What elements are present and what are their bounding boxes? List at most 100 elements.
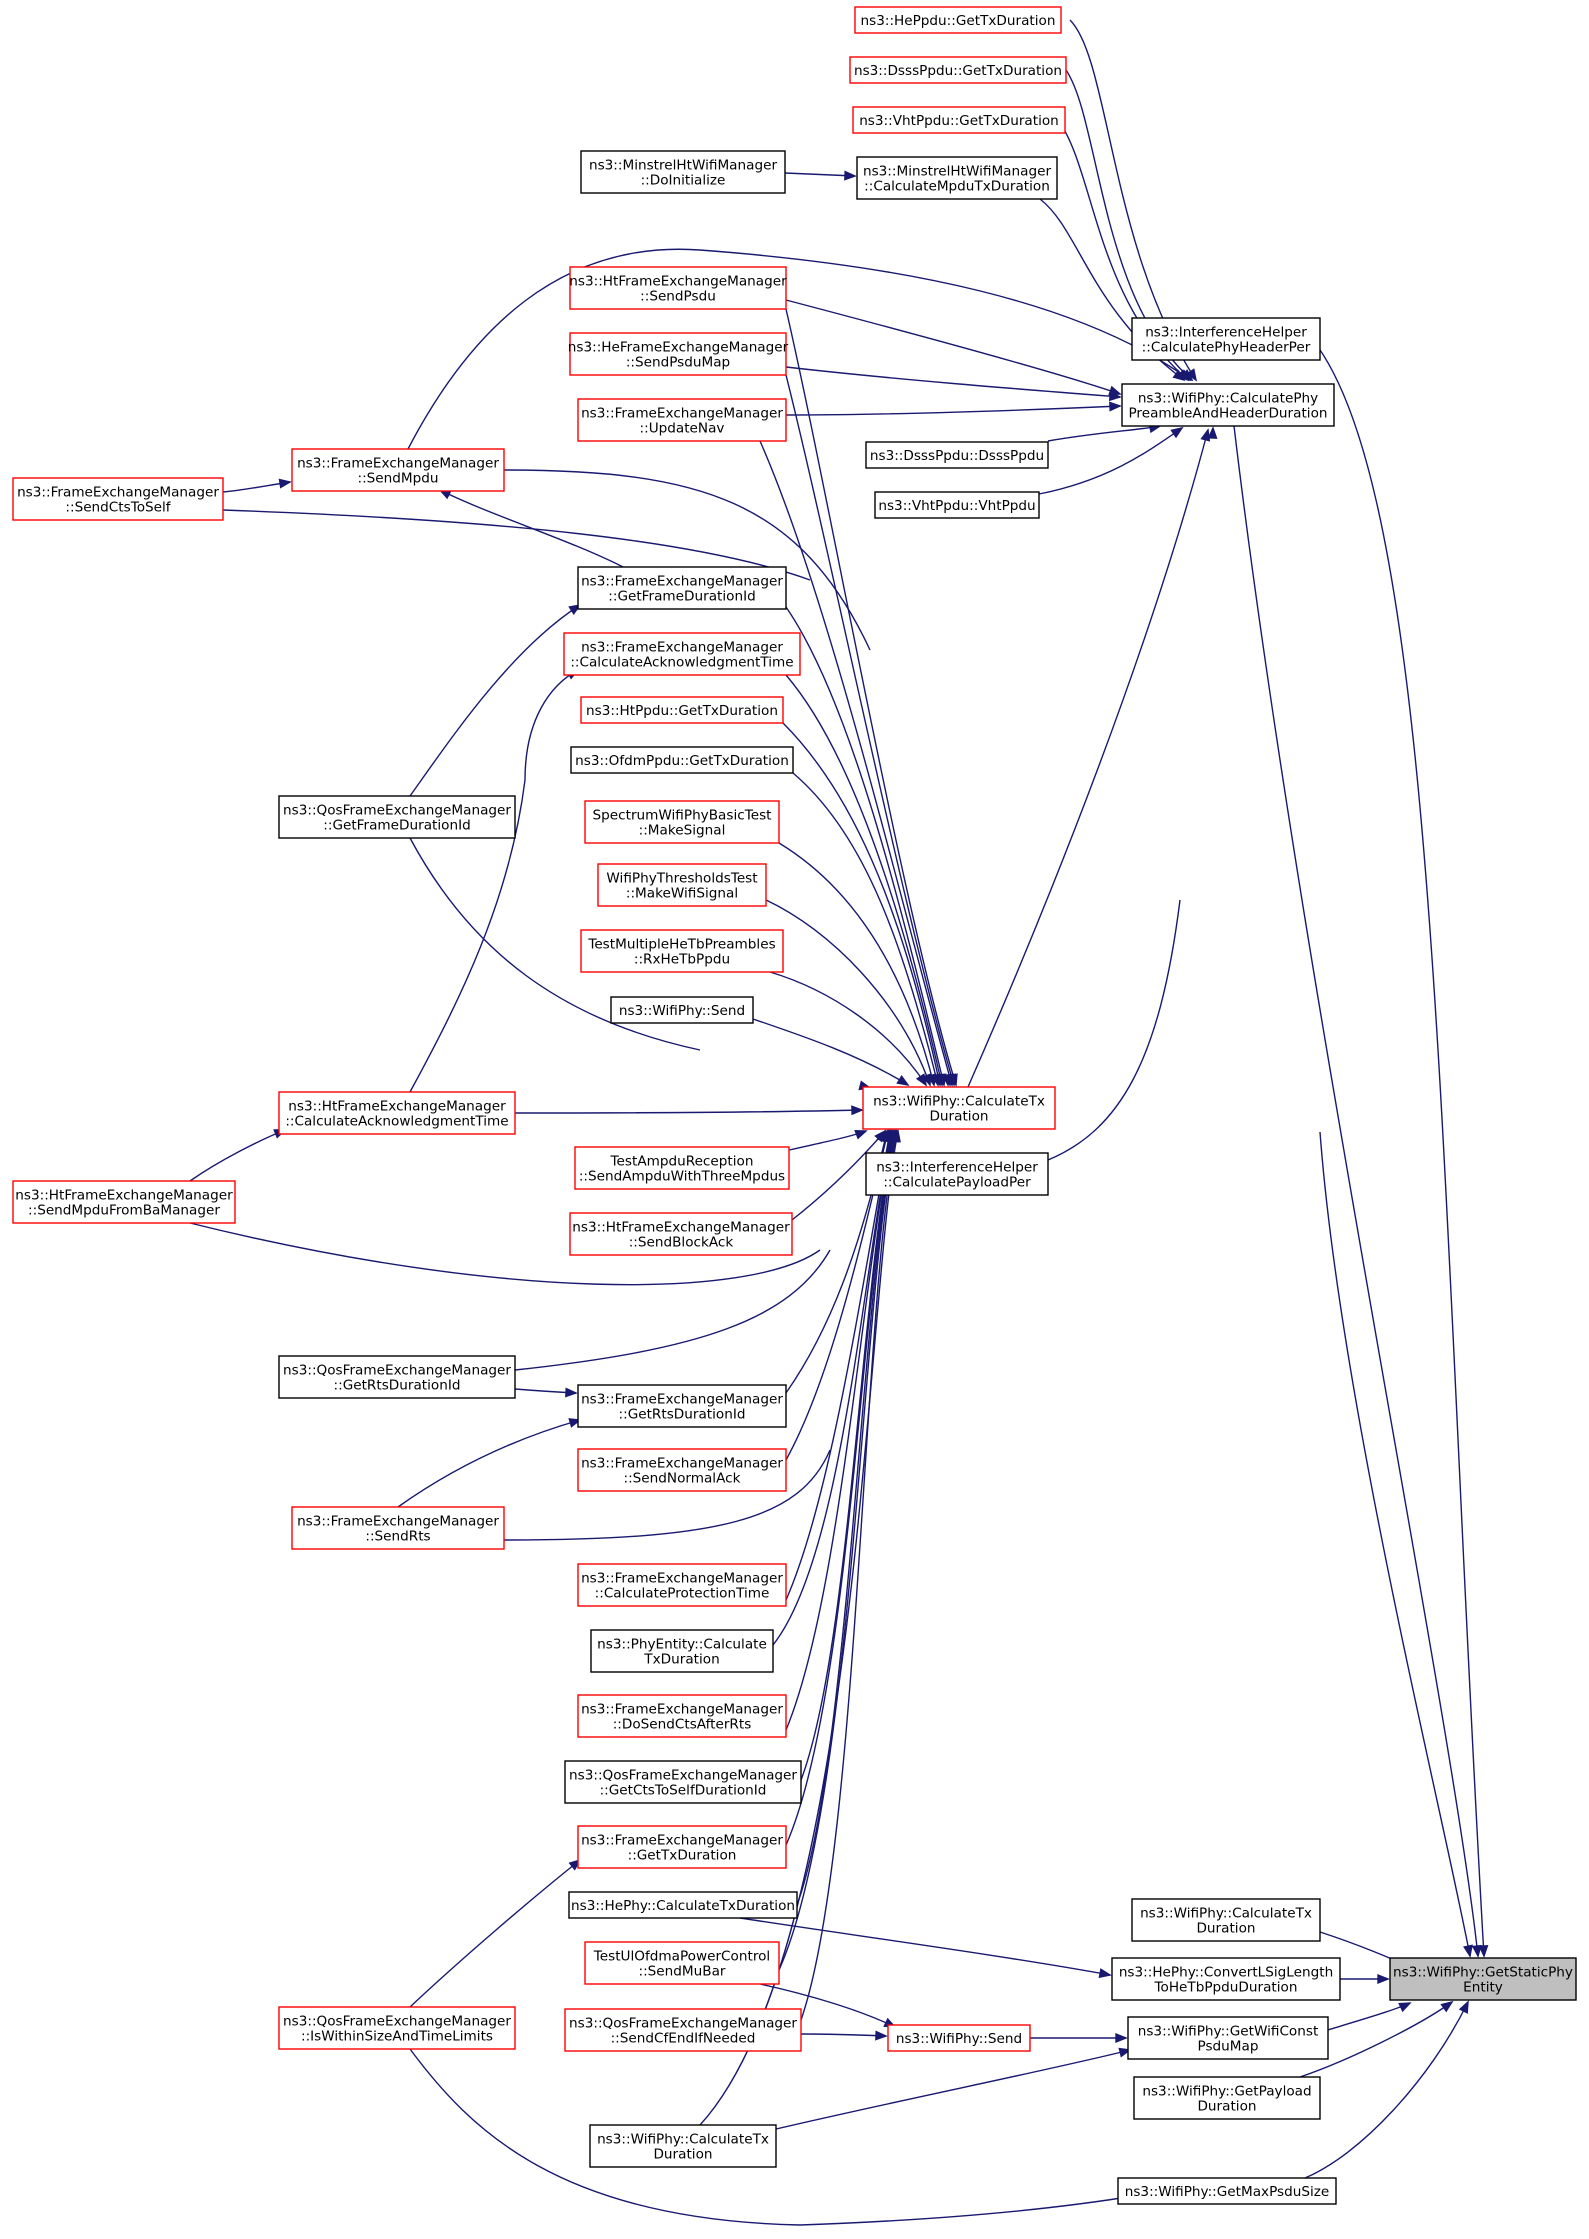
node-htSendPsdu[interactable]: ns3::HtFrameExchangeManager::SendPsdu xyxy=(569,266,787,310)
node-calcAckTime[interactable]: ns3::FrameExchangeManager::CalculateAckn… xyxy=(563,632,801,676)
node-wifiPhySend2[interactable]: ns3::WifiPhy::Send xyxy=(887,2024,1031,2052)
node-phyEntityCalc[interactable]: ns3::PhyEntity::CalculateTxDuration xyxy=(590,1629,774,1673)
node-label-line: TxDuration xyxy=(643,1652,719,1668)
node-ampduThree[interactable]: TestAmpduReception::SendAmpduWithThreeMp… xyxy=(574,1146,790,1190)
node-box xyxy=(569,1212,793,1256)
node-rxHeTbPpdu[interactable]: TestMultipleHeTbPreambles::RxHeTbPpdu xyxy=(580,929,784,973)
node-sendMpdu[interactable]: ns3::FrameExchangeManager::SendMpdu xyxy=(291,448,505,492)
node-interfPayloadPer[interactable]: ns3::InterferenceHelper::CalculatePayloa… xyxy=(865,1152,1049,1196)
arrowhead xyxy=(565,1387,578,1398)
node-minstrelCalc[interactable]: ns3::MinstrelHtWifiManager::CalculateMpd… xyxy=(856,156,1058,200)
node-dsssCtor[interactable]: ns3::DsssPpdu::DsssPpdu xyxy=(865,441,1049,469)
node-dsssPpduTx[interactable]: ns3::DsssPpdu::GetTxDuration xyxy=(849,56,1067,84)
node-box xyxy=(597,863,767,907)
edge-ampduThree-to-calcTx_main xyxy=(788,1130,868,1151)
node-box xyxy=(563,632,801,676)
node-htSendBlockAck[interactable]: ns3::HtFrameExchangeManager::SendBlockAc… xyxy=(569,1212,793,1256)
node-sendRts[interactable]: ns3::FrameExchangeManager::SendRts xyxy=(291,1506,505,1550)
node-label-line: ::SendBlockAck xyxy=(629,1235,734,1251)
node-box xyxy=(862,1086,1056,1130)
node-hePpdu[interactable]: ns3::HePpdu::GetTxDuration xyxy=(854,6,1062,34)
edge-calcProtTime-to-calcTx_main xyxy=(785,1129,894,1601)
node-label-line: ::UpdateNav xyxy=(640,421,725,437)
node-qosSendCfEnd[interactable]: ns3::QosFrameExchangeManager::SendCfEndI… xyxy=(564,2008,802,2052)
node-calcTx_main[interactable]: ns3::WifiPhy::CalculateTxDuration xyxy=(862,1086,1056,1130)
node-box xyxy=(584,800,780,844)
node-label-line: ::GetFrameDurationId xyxy=(323,818,470,834)
node-box xyxy=(589,2124,777,2168)
arrowhead xyxy=(915,1073,928,1087)
node-qosCtsToSelf[interactable]: ns3::QosFrameExchangeManager::GetCtsToSe… xyxy=(564,1760,802,1804)
arrowhead xyxy=(1463,1944,1473,1958)
node-box xyxy=(564,1760,802,1804)
node-getMaxPsdu[interactable]: ns3::WifiPhy::GetMaxPsduSize xyxy=(1117,2177,1337,2205)
edge-qosSendCfEnd-to-wifiPhySend2 xyxy=(800,2030,888,2041)
node-box xyxy=(584,1941,780,1985)
node-qosGetRts[interactable]: ns3::QosFrameExchangeManager::GetRtsDura… xyxy=(278,1355,516,1399)
node-calcProtTime[interactable]: ns3::FrameExchangeManager::CalculateProt… xyxy=(577,1563,787,1607)
edge-sendMpdu-to-calcTx_main xyxy=(503,469,954,1087)
node-wifiPhySend1[interactable]: ns3::WifiPhy::Send xyxy=(610,996,754,1024)
node-femGetRts[interactable]: ns3::FrameExchangeManager::GetRtsDuratio… xyxy=(577,1384,787,1428)
node-box xyxy=(865,1152,1049,1196)
edge-minstrelInit-to-minstrelCalc xyxy=(784,170,857,181)
node-box xyxy=(291,448,505,492)
edge-getMaxPsdu-to-target xyxy=(1304,2000,1469,2179)
node-ofdmPpduTx[interactable]: ns3::OfdmPpdu::GetTxDuration xyxy=(570,746,794,774)
node-vhtPpduTx[interactable]: ns3::VhtPpdu::GetTxDuration xyxy=(852,106,1066,134)
node-qosIsWithin[interactable]: ns3::QosFrameExchangeManager::IsWithinSi… xyxy=(278,2006,516,2050)
node-label-line: ToHeTbPpduDuration xyxy=(1154,1980,1298,1996)
node-interfHeaderPer[interactable]: ns3::InterferenceHelper::CalculatePhyHea… xyxy=(1131,317,1321,361)
node-calcPhyPreamble[interactable]: ns3::WifiPhy::CalculatePhyPreambleAndHea… xyxy=(1121,383,1335,427)
node-heSendPsduMap[interactable]: ns3::HeFrameExchangeManager::SendPsduMap xyxy=(568,332,789,376)
edge-hePhyCalcTx-to-convertLSig xyxy=(739,1917,1112,1979)
node-spectrumMakeSignal[interactable]: SpectrumWifiPhyBasicTest::MakeSignal xyxy=(584,800,780,844)
node-vhtCtor[interactable]: ns3::VhtPpdu::VhtPpdu xyxy=(874,491,1040,519)
node-convertLSig[interactable]: ns3::HePhy::ConvertLSigLengthToHeTbPpduD… xyxy=(1111,1957,1341,2001)
node-label-line: ::CalculateMpduTxDuration xyxy=(864,179,1050,195)
arrowhead xyxy=(1458,2000,1469,2014)
node-sendCtsToSelf[interactable]: ns3::FrameExchangeManager::SendCtsToSelf xyxy=(12,477,224,521)
node-box xyxy=(610,996,754,1024)
node-htSendMpduFromBa[interactable]: ns3::HtFrameExchangeManager::SendMpduFro… xyxy=(12,1180,236,1224)
node-label-line: ns3::FrameExchangeManager xyxy=(581,1571,783,1587)
node-label-line: ns3::FrameExchangeManager xyxy=(297,1514,499,1530)
arrowhead xyxy=(875,2030,888,2041)
node-label-line: ::GetRtsDurationId xyxy=(619,1407,746,1423)
arrowhead xyxy=(1109,401,1122,412)
edge-qosGetRts-to-femGetRts xyxy=(514,1387,578,1398)
node-box xyxy=(854,6,1062,34)
arrowhead xyxy=(1185,368,1198,382)
edge-qosGetFrameDurId-to-getFrameDurId xyxy=(409,603,582,797)
node-updateNav[interactable]: ns3::FrameExchangeManager::UpdateNav xyxy=(577,398,787,442)
node-label-line: ns3::InterferenceHelper xyxy=(1145,325,1307,341)
node-calcTx_bottom[interactable]: ns3::WifiPhy::CalculateTxDuration xyxy=(589,2124,777,2168)
node-label-line: ns3::WifiPhy::GetStaticPhy xyxy=(1393,1965,1573,1981)
node-label-line: ::SendMpdu xyxy=(358,471,439,487)
node-ulOfdmaMuBar[interactable]: TestUlOfdmaPowerControl::SendMuBar xyxy=(584,1941,780,1985)
node-label-line: ns3::HtPpdu::GetTxDuration xyxy=(586,703,778,719)
node-label-line: ns3::DsssPpdu::GetTxDuration xyxy=(854,63,1062,79)
node-femGetTxDur[interactable]: ns3::FrameExchangeManager::GetTxDuration xyxy=(577,1825,787,1869)
node-htPpduTx[interactable]: ns3::HtPpdu::GetTxDuration xyxy=(580,696,784,724)
node-label-line: ns3::FrameExchangeManager xyxy=(581,574,783,590)
node-label-line: ::GetRtsDurationId xyxy=(334,1378,461,1394)
node-htCalcAck[interactable]: ns3::HtFrameExchangeManager::CalculateAc… xyxy=(278,1091,516,1135)
node-label-line: ns3::WifiPhy::CalculatePhy xyxy=(1138,391,1318,407)
node-label-line: ns3::WifiPhy::CalculateTx xyxy=(873,1094,1045,1110)
node-calcTx_api[interactable]: ns3::WifiPhy::CalculateTxDuration xyxy=(1131,1898,1321,1942)
arrowhead xyxy=(1108,391,1122,402)
node-sendNormalAck[interactable]: ns3::FrameExchangeManager::SendNormalAck xyxy=(577,1448,787,1492)
node-hePhyCalcTx[interactable]: ns3::HePhy::CalculateTxDuration xyxy=(568,1891,798,1919)
node-qosGetFrameDurId[interactable]: ns3::QosFrameExchangeManager::GetFrameDu… xyxy=(278,795,516,839)
node-doSendCts[interactable]: ns3::FrameExchangeManager::DoSendCtsAfte… xyxy=(577,1694,787,1738)
node-threshMakeSignal[interactable]: WifiPhyThresholdsTest::MakeWifiSignal xyxy=(597,863,767,907)
node-getFrameDurId[interactable]: ns3::FrameExchangeManager::GetFrameDurat… xyxy=(577,566,787,610)
node-minstrelInit[interactable]: ns3::MinstrelHtWifiManager::DoInitialize xyxy=(580,150,786,194)
node-label-line: ::SendCfEndIfNeeded xyxy=(611,2031,756,2047)
node-label-line: ns3::FrameExchangeManager xyxy=(581,640,783,656)
node-label-line: ns3::WifiPhy::GetMaxPsduSize xyxy=(1125,2184,1330,2200)
